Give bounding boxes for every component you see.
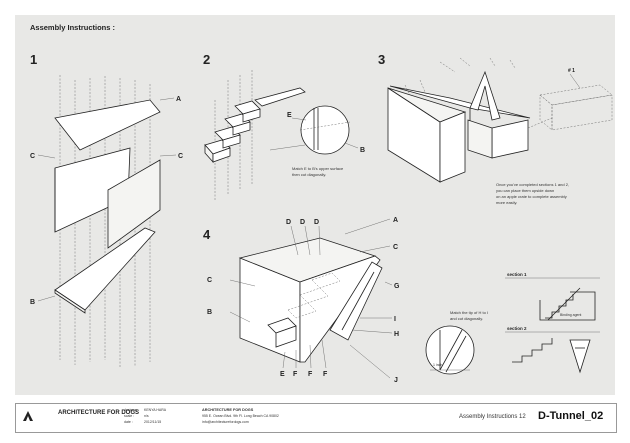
step-4-note-line-1: Match the tip of H to I [450,310,488,315]
label-e: E [287,112,292,119]
label-a-step4: A [393,217,398,224]
step-4-assembled: D D D A C C G B I H J E F F F 1 inch Mat… [207,217,488,384]
footer-brand: ARCHITECTURE FOR DOGS [58,410,139,416]
step-3-number: 3 [378,52,386,67]
footer-document-name: Assembly Instructions 12 [459,414,526,420]
label-f-2: F [308,371,313,378]
label-c-left: C [30,153,35,160]
step-3-note-line-4: more easily. [496,200,517,205]
step-3-note-line-2: you can place them upside down [496,188,554,193]
label-d-1: D [286,219,291,226]
label-h: H [394,331,399,338]
label-b-step2: B [360,147,365,154]
label-i: I [394,316,396,323]
step-2-stairs: E B Match E to B's upper surface then cu… [204,70,365,200]
page-title: Assembly Instructions : [30,23,116,32]
label-f-1: F [293,371,298,378]
step-3-note-line-1: Once you've completed sections 1 and 2, [496,182,569,187]
label-b-step4: B [207,309,212,316]
label-g: G [394,283,400,290]
title-block: ARCHITECTURE FOR DOGS designer : KENYA H… [15,403,617,433]
label-d-3: D [314,219,319,226]
label-j: J [394,377,398,384]
label-b: B [30,299,35,306]
binding-agent-label: Binding agent [560,313,581,317]
section-1-detail: section 1 Binding agent [505,272,600,321]
footer-scale-value: n/s [144,414,149,418]
step-4-note-line-2: and cut diagonally. [450,316,483,321]
label-c-right-step4: C [393,244,398,251]
step-3-tunnel: # 1 Once you've completed sections 1 and… [387,57,613,205]
footer-product-name: D-Tunnel_02 [538,410,604,422]
label-d-2: D [300,219,305,226]
footer-email: info@architecturefordogs.com [202,420,249,424]
footer-date-value: 2012/11/15 [144,420,162,424]
step-1-number: 1 [30,52,38,67]
section-2-title: section 2 [507,326,527,331]
step-4-number: 4 [203,227,211,242]
step-2-note-line-2: then cut diagonally. [292,172,326,177]
footer-date-key: date : [124,420,133,424]
step-2-note-line-1: Match E to B's upper surface [292,166,344,171]
label-e-step4: E [280,371,285,378]
label-c-right: C [178,153,183,160]
footer-scale-key: scale : [124,414,135,418]
dimension-label: 1 inch [433,363,442,367]
brand-logo-icon [23,411,33,421]
label-part-1: # 1 [568,68,575,74]
step-3-note-line-3: on an apple crate to complete assembly [496,194,567,199]
footer-designer-key: designer : [124,408,140,412]
footer-address: 955 E. Ocean Blvd. 9th Fl. Long Beach CA… [202,414,279,418]
label-a: A [176,96,181,103]
label-f-3: F [323,371,328,378]
step-1-exploded-view: A C C B [30,75,183,368]
section-2-detail: section 2 [505,326,600,374]
section-1-title: section 1 [507,272,527,277]
label-c-left-step4: C [207,277,212,284]
footer-designer-value: KENYA HARA [144,408,167,412]
footer-org: ARCHITECTURE FOR DOGS [202,408,254,412]
step-2-number: 2 [203,52,211,67]
